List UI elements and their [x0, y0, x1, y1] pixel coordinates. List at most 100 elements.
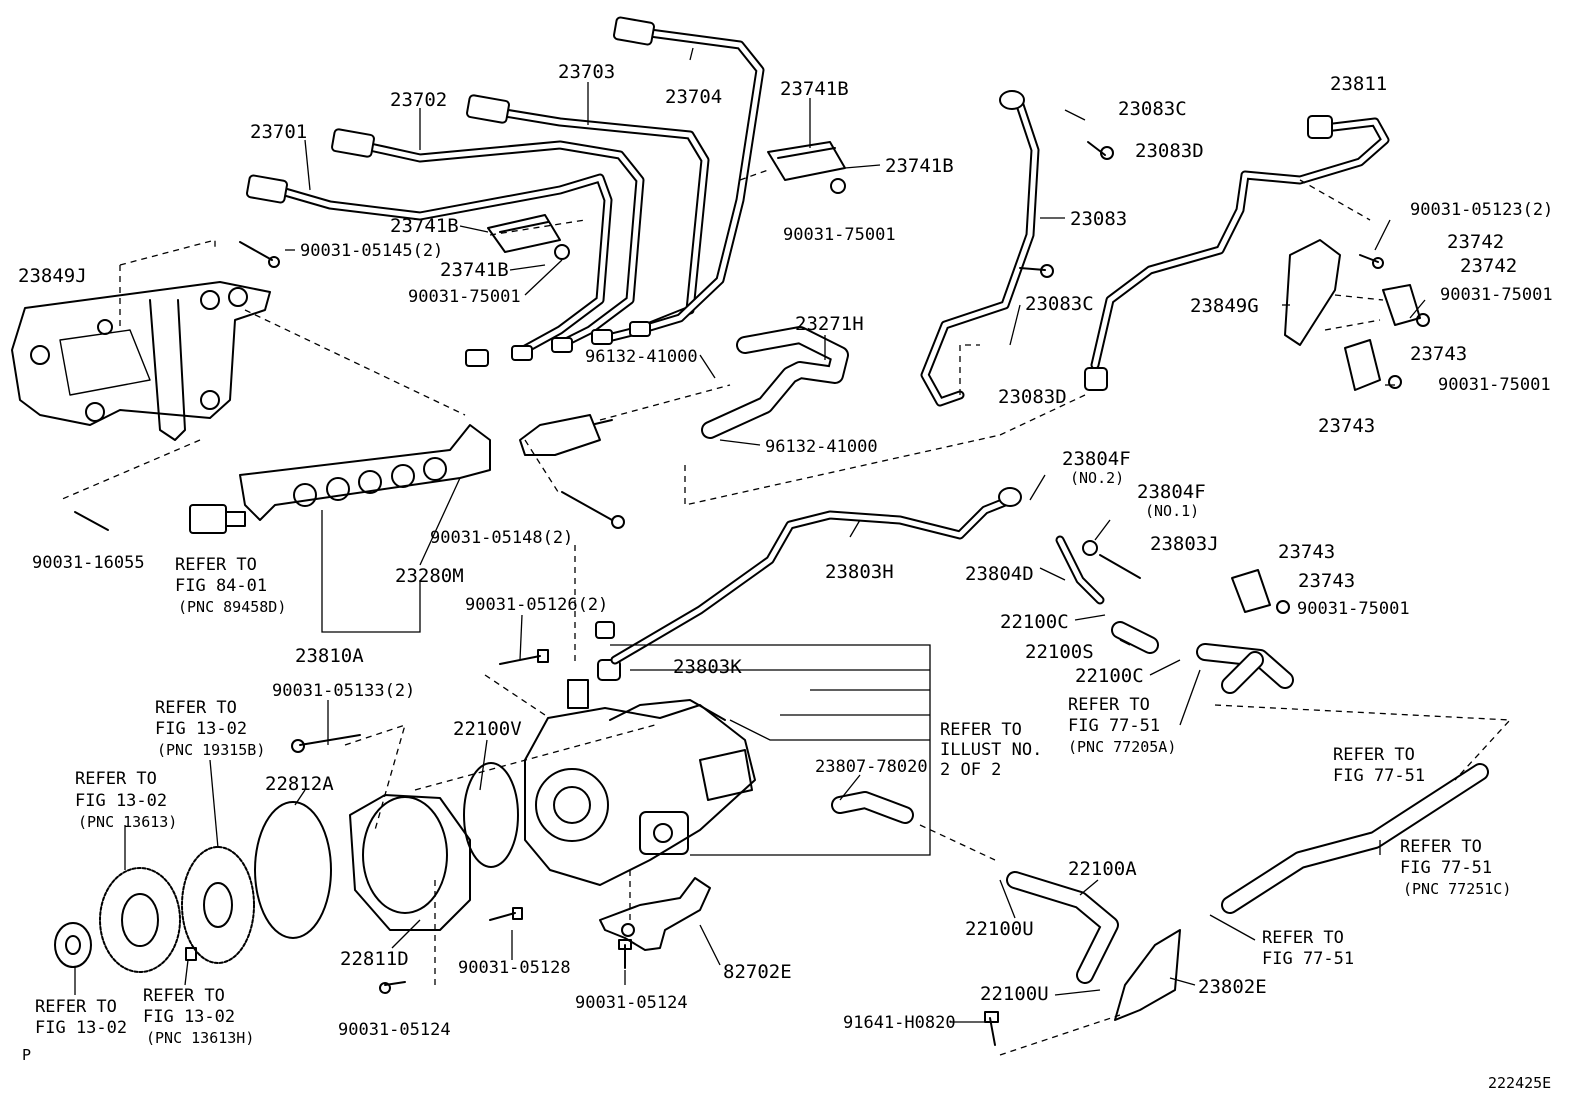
label-23804d: 23804D	[965, 563, 1034, 585]
label-refer-7751a-1: REFER TO	[1068, 695, 1150, 715]
label-23742-2: 23742	[1460, 255, 1517, 277]
label-23810a: 23810A	[295, 645, 364, 667]
label-82702e: 82702E	[723, 961, 792, 983]
label-refer-1302c-1: REFER TO	[35, 997, 117, 1017]
label-90031-75001-a: 90031-75001	[408, 287, 521, 307]
label-23803k: 23803K	[673, 656, 742, 678]
label-illust-1: REFER TO	[940, 720, 1022, 740]
gaskets	[254, 762, 519, 939]
common-rail	[189, 414, 613, 534]
label-96132-41000-a: 96132-41000	[585, 347, 698, 367]
label-23804f-2-sub: (NO.1)	[1145, 502, 1199, 520]
label-refer-1302d-1: REFER TO	[143, 986, 225, 1006]
label-refer-1302a-1: REFER TO	[155, 698, 237, 718]
label-23743-2: 23743	[1318, 415, 1375, 437]
label-23083d-1: 23083D	[1135, 140, 1204, 162]
leader-lines	[74, 47, 1426, 1023]
label-refer-84-1: REFER TO	[175, 555, 257, 575]
reference-lines	[59, 169, 1512, 1056]
label-91641-h0820: 91641-H0820	[843, 1013, 956, 1033]
injection-pipes	[246, 16, 765, 367]
label-23280m: 23280M	[395, 565, 464, 587]
bracket-82702e	[599, 877, 711, 951]
label-23803h: 23803H	[825, 561, 894, 583]
bracket-23849j	[11, 281, 271, 441]
hoses	[701, 326, 1489, 984]
label-refer-1302d-3: (PNC 13613H)	[146, 1029, 254, 1047]
label-23743-4: 23743	[1298, 570, 1355, 592]
label-23804f-1-sub: (NO.2)	[1070, 469, 1124, 487]
label-23703: 23703	[558, 61, 615, 83]
label-23803j: 23803J	[1150, 533, 1219, 555]
label-22811d: 22811D	[340, 948, 409, 970]
label-22100u-2: 22100U	[980, 983, 1049, 1005]
label-refer-1302a-2: FIG 13-02	[155, 719, 247, 739]
label-refer-1302b-2: FIG 13-02	[75, 791, 167, 811]
label-23741b-2: 23741B	[885, 155, 954, 177]
label-refer-7751b-1: REFER TO	[1333, 745, 1415, 765]
label-refer-84-2: FIG 84-01	[175, 576, 267, 596]
label-90031-05133: 90031-05133(2)	[272, 681, 415, 701]
gears	[54, 846, 255, 973]
label-90031-05145: 90031-05145(2)	[300, 241, 443, 261]
label-90031-05128: 90031-05128	[458, 958, 571, 978]
label-refer-7751a-3: (PNC 77205A)	[1068, 738, 1176, 756]
label-90031-05124-a: 90031-05124	[575, 993, 688, 1013]
label-refer-7751c-1: REFER TO	[1400, 837, 1482, 857]
label-90031-05148: 90031-05148(2)	[430, 528, 573, 548]
label-refer-7751c-3: (PNC 77251C)	[1403, 880, 1511, 898]
label-23741b-1: 23741B	[780, 78, 849, 100]
illust-frame	[610, 644, 931, 856]
label-23849g: 23849G	[1190, 295, 1259, 317]
label-22100c-1: 22100C	[1000, 611, 1069, 633]
label-90031-05123: 90031-05123(2)	[1410, 200, 1553, 220]
label-refer-7751a-2: FIG 77-51	[1068, 716, 1160, 736]
label-refer-1302a-3: (PNC 19315B)	[157, 741, 265, 759]
label-23804f-1: 23804F	[1062, 448, 1131, 470]
label-23743-1: 23743	[1410, 343, 1467, 365]
label-23742-1: 23742	[1447, 231, 1504, 253]
label-96132-41000-b: 96132-41000	[765, 437, 878, 457]
label-22100c-2: 22100C	[1075, 665, 1144, 687]
figure-code: 222425E	[1488, 1074, 1551, 1092]
label-23811: 23811	[1330, 73, 1387, 95]
label-22100a: 22100A	[1068, 858, 1137, 880]
label-illust-3: 2 OF 2	[940, 760, 1001, 780]
brackets-right	[1114, 239, 1421, 1021]
label-22100u-1: 22100U	[965, 918, 1034, 940]
label-23702: 23702	[390, 89, 447, 111]
label-refer-7751b-2: FIG 77-51	[1333, 766, 1425, 786]
label-23807-78020: 23807-78020	[815, 757, 928, 777]
label-refer-1302c-2: FIG 13-02	[35, 1018, 127, 1038]
label-23704: 23704	[665, 86, 722, 108]
label-refer-7751c-2: FIG 77-51	[1400, 858, 1492, 878]
label-23271h: 23271H	[795, 313, 864, 335]
label-23701: 23701	[250, 121, 307, 143]
label-90031-75001-b: 90031-75001	[783, 225, 896, 245]
supply-pump	[524, 621, 756, 886]
label-22100v: 22100V	[453, 718, 522, 740]
label-90031-75001-e: 90031-75001	[1297, 599, 1410, 619]
label-90031-75001-c: 90031-75001	[1440, 285, 1553, 305]
return-pipes	[610, 90, 1390, 665]
label-90031-05124-b: 90031-05124	[338, 1020, 451, 1040]
label-22100s: 22100S	[1025, 641, 1094, 663]
label-illust-2: ILLUST NO.	[940, 740, 1042, 760]
label-23743-3: 23743	[1278, 541, 1335, 563]
label-22812a: 22812A	[265, 773, 334, 795]
label-23741b-4: 23741B	[440, 259, 509, 281]
label-refer-1302b-1: REFER TO	[75, 769, 157, 789]
label-23741b-3: 23741B	[390, 215, 459, 237]
label-23083d-2: 23083D	[998, 386, 1067, 408]
label-23802e: 23802E	[1198, 976, 1267, 998]
label-refer-7751d-1: REFER TO	[1262, 928, 1344, 948]
label-refer-84-3: (PNC 89458D)	[178, 598, 286, 616]
label-90031-05126: 90031-05126(2)	[465, 595, 608, 615]
label-90031-16055: 90031-16055	[32, 553, 145, 573]
label-refer-1302b-3: (PNC 13613)	[78, 813, 177, 831]
label-90031-75001-d: 90031-75001	[1438, 375, 1551, 395]
fasteners	[74, 141, 1430, 1046]
label-refer-7751d-2: FIG 77-51	[1262, 949, 1354, 969]
corner-mark-left: P	[22, 1046, 31, 1064]
